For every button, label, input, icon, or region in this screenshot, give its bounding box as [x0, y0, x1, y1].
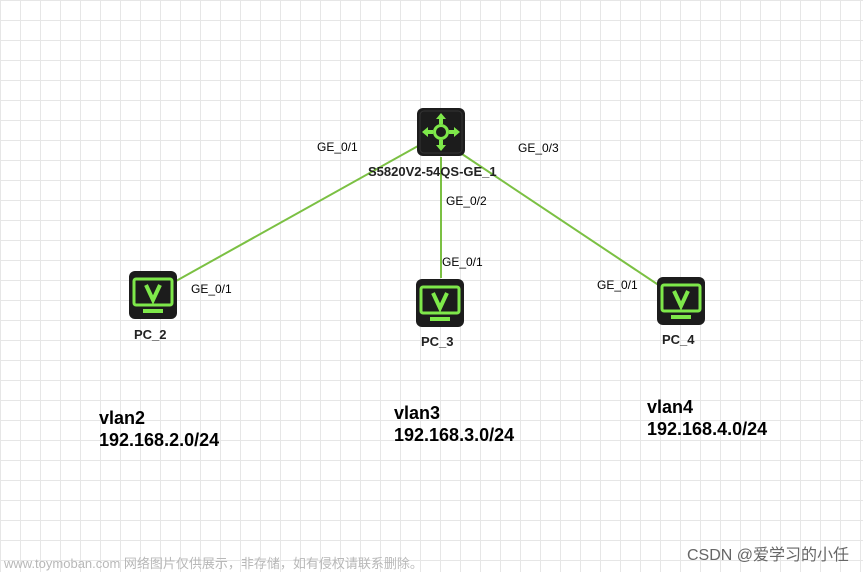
switch-device[interactable]	[416, 107, 466, 157]
switch-icon	[417, 108, 465, 156]
pc3-name-label: PC_3	[421, 334, 454, 349]
vlan-name: vlan3	[394, 403, 441, 423]
port-label-pc3-ge01: GE_0/1	[442, 255, 483, 269]
subnet: 192.168.4.0/24	[647, 419, 768, 439]
port-label-switch-ge01: GE_0/1	[317, 140, 358, 154]
vlan-name: vlan2	[99, 408, 146, 428]
network-annotation-vlan4: vlan4 192.168.4.0/24	[647, 396, 767, 440]
link-switch-pc2[interactable]	[175, 145, 419, 282]
port-label-pc2-ge01: GE_0/1	[191, 282, 232, 296]
pc-monitor-icon	[416, 279, 464, 327]
port-label-switch-ge03: GE_0/3	[518, 141, 559, 155]
pc-monitor-icon	[657, 277, 705, 325]
watermark-author: CSDN @爱学习的小任	[686, 547, 849, 564]
network-annotation-vlan2: vlan2 192.168.2.0/24	[99, 407, 219, 451]
pc2-name-label: PC_2	[134, 327, 167, 342]
subnet: 192.168.3.0/24	[394, 425, 515, 445]
port-label-pc4-ge01: GE_0/1	[597, 278, 638, 292]
switch-name-label: S5820V2-54QS-GE_1	[368, 164, 497, 179]
pc4-name-label: PC_4	[662, 332, 695, 347]
subnet: 192.168.2.0/24	[99, 430, 220, 450]
pc-monitor-icon	[129, 271, 177, 319]
port-label-switch-ge02: GE_0/2	[446, 194, 487, 208]
pc4-device[interactable]	[656, 276, 706, 326]
vlan-name: vlan4	[647, 397, 694, 417]
pc2-device[interactable]	[128, 270, 178, 320]
watermark-source: www.toymoban.com 网络图片仅供展示，非存储，如有侵权请联系删除。	[4, 556, 423, 571]
pc3-device[interactable]	[415, 278, 465, 328]
network-annotation-vlan3: vlan3 192.168.3.0/24	[394, 402, 514, 446]
link-switch-pc4[interactable]	[461, 153, 661, 287]
